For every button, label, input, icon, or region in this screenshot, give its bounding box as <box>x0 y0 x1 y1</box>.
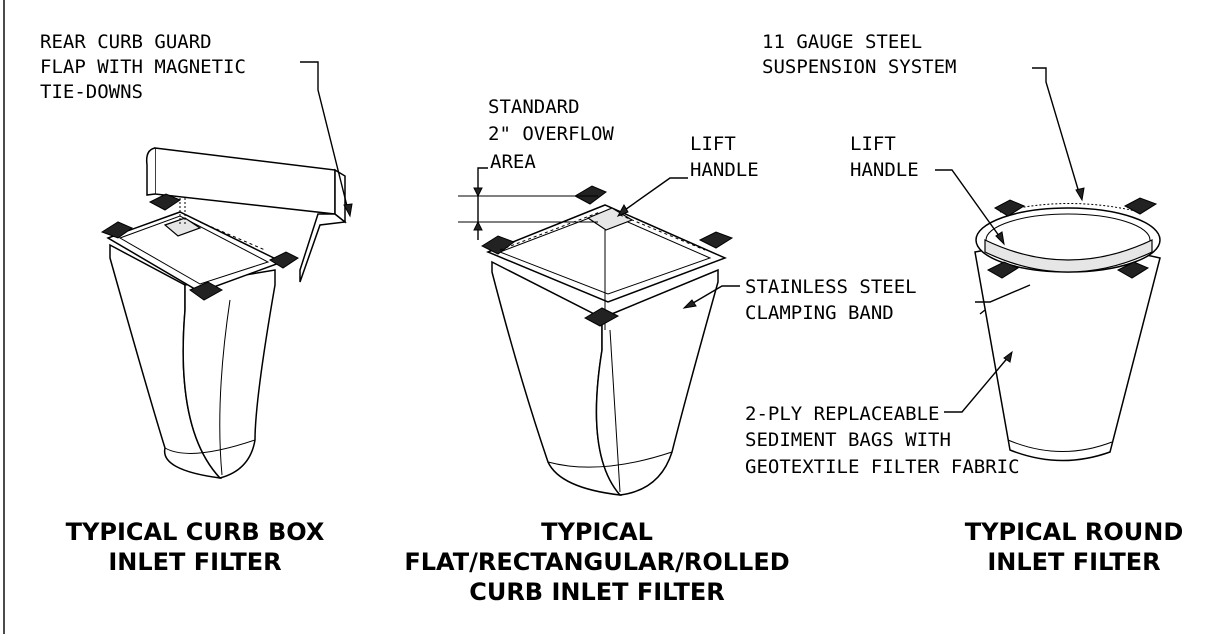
note-line: LIFT <box>690 133 736 155</box>
title-line: CURB INLET FILTER <box>469 578 725 606</box>
note-line: TIE-DOWNS <box>40 81 143 103</box>
flat-rect-filter-illustration <box>458 167 740 496</box>
note-standard-overflow: STANDARD 2" OVERFLOW AREA <box>488 96 614 173</box>
note-line: SUSPENSION SYSTEM <box>762 56 956 78</box>
note-line: HANDLE <box>850 159 919 181</box>
note-line: GEOTEXTILE FILTER FABRIC <box>745 456 1020 478</box>
curb-box-filter-illustration <box>100 61 353 480</box>
title-flat-rect: TYPICAL FLAT/RECTANGULAR/ROLLED CURB INL… <box>404 518 789 606</box>
title-line: INLET FILTER <box>987 548 1160 576</box>
note-line: SEDIMENT BAGS WITH <box>745 429 951 451</box>
title-line: INLET FILTER <box>108 548 281 576</box>
note-line: 11 GAUGE STEEL <box>762 31 922 53</box>
note-line: REAR CURB GUARD <box>40 31 212 53</box>
note-line: AREA <box>490 151 536 173</box>
note-suspension-system: 11 GAUGE STEEL SUSPENSION SYSTEM <box>762 31 956 78</box>
note-line: LIFT <box>850 133 896 155</box>
title-line: FLAT/RECTANGULAR/ROLLED <box>404 548 789 576</box>
note-rear-curb-guard: REAR CURB GUARD FLAP WITH MAGNETIC TIE-D… <box>40 31 246 103</box>
round-filter-illustration <box>935 67 1161 462</box>
note-lift-handle-right: LIFT HANDLE <box>850 133 919 181</box>
note-line: 2-PLY REPLACEABLE <box>745 403 939 425</box>
note-line: STAINLESS STEEL <box>745 276 917 298</box>
title-curb-box: TYPICAL CURB BOX INLET FILTER <box>66 518 325 576</box>
note-line: CLAMPING BAND <box>745 302 894 324</box>
title-line: TYPICAL <box>541 518 653 546</box>
note-line: STANDARD <box>488 96 580 118</box>
note-lift-handle-middle: LIFT HANDLE <box>690 133 759 181</box>
note-line: FLAP WITH MAGNETIC <box>40 56 246 78</box>
note-stainless-band: STAINLESS STEEL CLAMPING BAND <box>745 276 917 324</box>
title-round: TYPICAL ROUND INLET FILTER <box>965 518 1183 576</box>
note-sediment-bags: 2-PLY REPLACEABLE SEDIMENT BAGS WITH GEO… <box>745 403 1020 478</box>
note-line: 2" OVERFLOW <box>488 123 614 145</box>
title-line: TYPICAL CURB BOX <box>66 518 325 546</box>
title-line: TYPICAL ROUND <box>965 518 1183 546</box>
note-line: HANDLE <box>690 159 759 181</box>
